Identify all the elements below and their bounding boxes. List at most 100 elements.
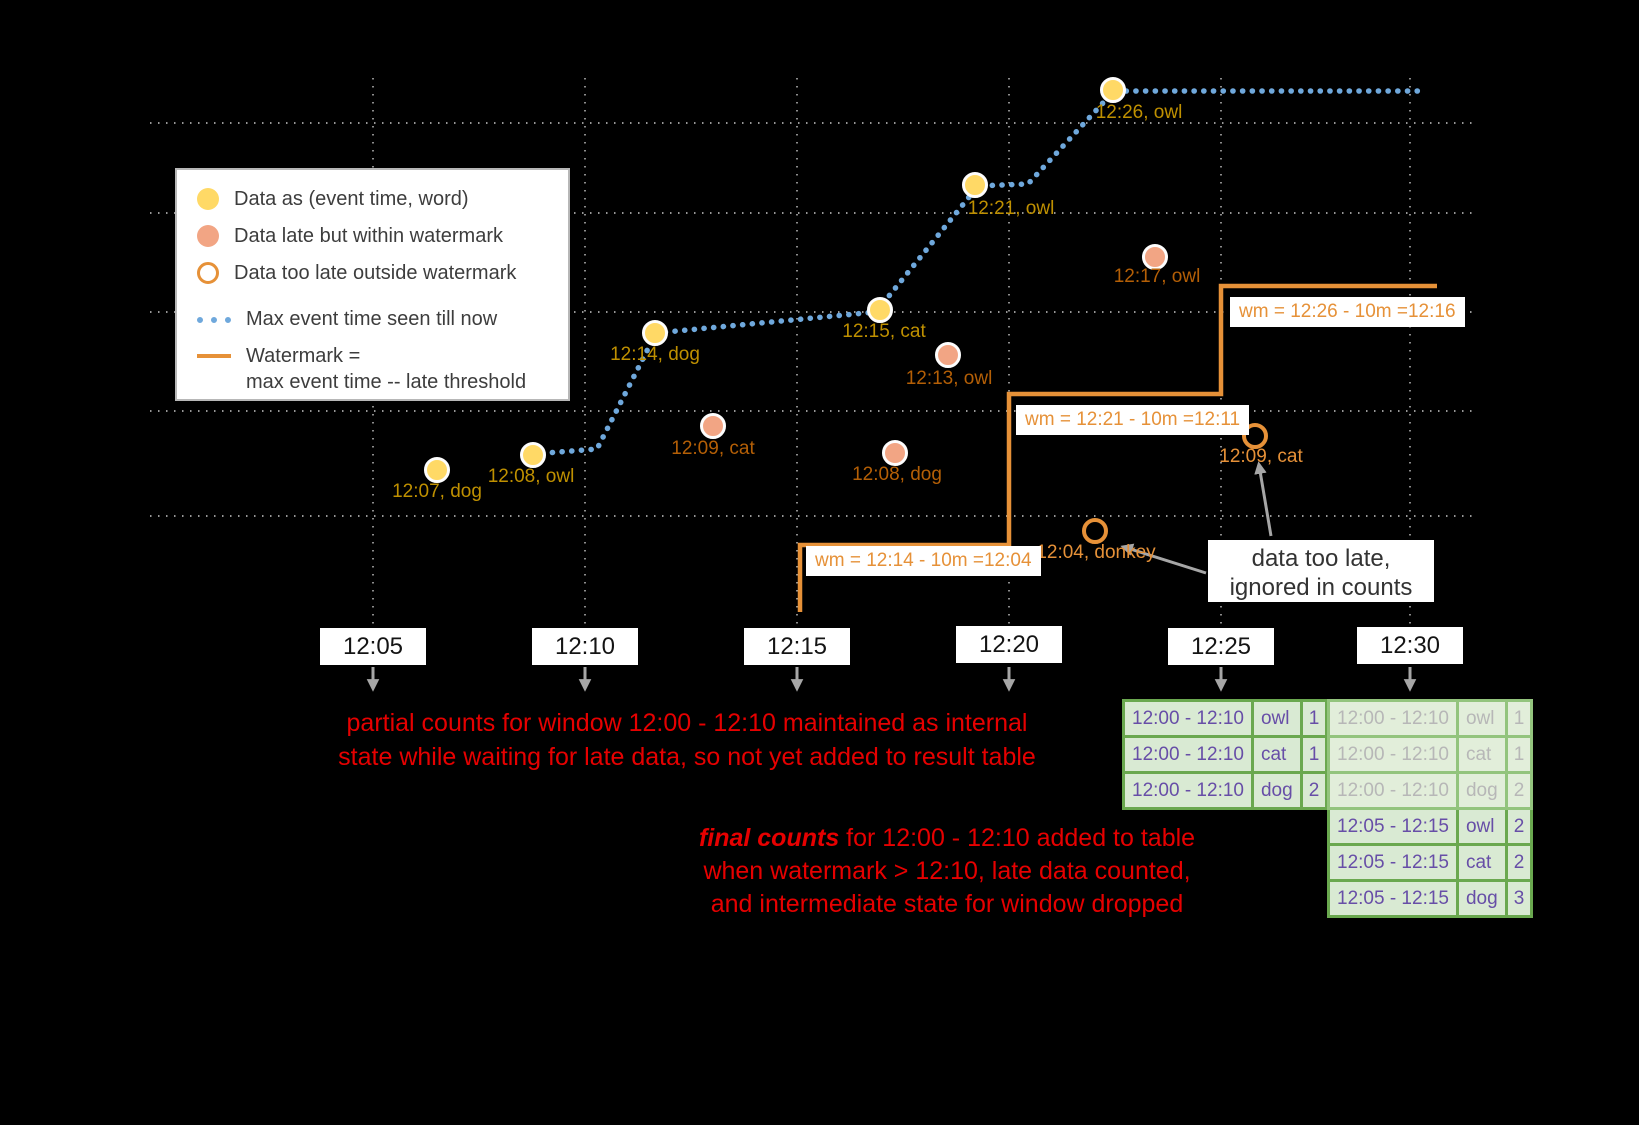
data-point-on-time [520, 442, 546, 468]
note-line: when watermark > 12:10, late data counte… [703, 857, 1191, 885]
watermark-annotation-3: wm = 12:26 - 10m =12:16 [1230, 297, 1465, 327]
count-cell: 1 [1299, 735, 1329, 774]
window-cell: 12:00 - 12:10 [1327, 699, 1459, 738]
count-cell: 2 [1504, 771, 1534, 810]
note-line: and intermediate state for window droppe… [710, 890, 1184, 918]
legend-label: Watermark =max event time -- late thresh… [246, 345, 527, 393]
count-cell: 1 [1299, 699, 1329, 738]
data-point-on-time [1100, 77, 1126, 103]
window-cell: 12:05 - 12:15 [1327, 843, 1459, 882]
note-partial-counts: partial counts for window 12:00 - 12:10 … [300, 706, 1074, 774]
count-cell: 2 [1504, 843, 1534, 882]
table-row-faded: 12:00 - 12:10 cat 1 [1327, 735, 1534, 774]
axis-tick-12-05: 12:05 [320, 628, 426, 665]
data-point-label: 12:09, cat [671, 438, 755, 459]
table-row: 12:05 - 12:15 owl 2 [1327, 807, 1534, 846]
note-line: data too late, [1251, 545, 1391, 572]
data-point-on-time [962, 172, 988, 198]
word-cell: owl [1455, 807, 1508, 846]
legend-item-too-late: Data too late outside watermark [197, 260, 558, 286]
legend-item-on-time: Data as (event time, word) [197, 186, 558, 212]
data-point-label: 12:08, owl [487, 466, 575, 487]
note-line: partial counts for window 12:00 - 12:10 … [346, 709, 1028, 737]
data-point-late [700, 413, 726, 439]
data-point-label: 12:04, donkey [1036, 542, 1156, 563]
data-point-label: 12:15, cat [842, 321, 926, 342]
window-cell: 12:00 - 12:10 [1122, 735, 1254, 774]
legend-label: Data too late outside watermark [234, 262, 517, 284]
on-time-marker-icon [197, 188, 219, 210]
axis-tick-12-15: 12:15 [744, 628, 850, 665]
note-line: final counts for 12:00 - 12:10 added to … [698, 824, 1196, 852]
watermark-annotation-2: wm = 12:21 - 10m =12:11 [1016, 405, 1250, 435]
axis-tick-12-10: 12:10 [532, 628, 638, 665]
data-point-label: 12:21, owl [967, 198, 1055, 219]
note-final-counts: final counts for 12:00 - 12:10 added to … [597, 822, 1297, 921]
axis-tick-12-25: 12:25 [1168, 628, 1274, 665]
axis-tick-12-30: 12:30 [1357, 627, 1463, 664]
data-point-label: 12:09, cat [1219, 446, 1303, 467]
count-cell: 1 [1504, 735, 1534, 774]
count-cell: 2 [1504, 807, 1534, 846]
too-late-arrows [1120, 461, 1273, 575]
count-cell: 3 [1504, 879, 1534, 918]
table-row: 12:00 - 12:10 dog 2 [1122, 771, 1329, 810]
axis-tick-12-20: 12:20 [956, 626, 1062, 663]
data-point-label: 12:08, dog [852, 464, 942, 485]
count-cell: 1 [1504, 699, 1534, 738]
data-point-label: 12:07, dog [392, 481, 482, 502]
too-late-marker-icon [197, 262, 219, 284]
word-cell: dog [1455, 771, 1508, 810]
watermark-line-icon [197, 354, 231, 358]
result-table-12-30: 12:00 - 12:10 owl 1 12:00 - 12:10 cat 1 … [1327, 699, 1534, 918]
window-cell: 12:00 - 12:10 [1122, 771, 1254, 810]
word-cell: dog [1455, 879, 1508, 918]
note-too-late: data too late, ignored in counts [1208, 540, 1434, 602]
data-point-too-late [1242, 423, 1268, 449]
late-marker-icon [197, 225, 219, 247]
note-line: state while waiting for late data, so no… [338, 743, 1036, 771]
window-cell: 12:05 - 12:15 [1327, 807, 1459, 846]
table-row: 12:00 - 12:10 owl 1 [1122, 699, 1329, 738]
max-event-time-line [530, 88, 1421, 457]
watermark-annotation-1: wm = 12:14 - 10m =12:04 [806, 546, 1041, 576]
data-point-label: 12:13, owl [905, 368, 993, 389]
data-point-label: 12:26, owl [1095, 102, 1183, 123]
legend-label: Data as (event time, word) [234, 188, 469, 210]
table-row: 12:00 - 12:10 cat 1 [1122, 735, 1329, 774]
window-cell: 12:00 - 12:10 [1327, 735, 1459, 774]
result-table-12-25: 12:00 - 12:10 owl 1 12:00 - 12:10 cat 1 … [1122, 699, 1329, 810]
legend: Data as (event time, word) Data late but… [175, 168, 570, 401]
table-row-faded: 12:00 - 12:10 dog 2 [1327, 771, 1534, 810]
data-point-label: 12:17, owl [1113, 266, 1201, 287]
table-row-faded: 12:00 - 12:10 owl 1 [1327, 699, 1534, 738]
table-row: 12:05 - 12:15 cat 2 [1327, 843, 1534, 882]
count-cell: 2 [1299, 771, 1329, 810]
data-point-label: 12:14, dog [610, 344, 700, 365]
word-cell: dog [1250, 771, 1303, 810]
data-point-late [882, 440, 908, 466]
word-cell: cat [1455, 843, 1508, 882]
window-cell: 12:05 - 12:15 [1327, 879, 1459, 918]
tick-arrows [366, 667, 1417, 692]
data-point-late [935, 342, 961, 368]
data-point-late [1142, 244, 1168, 270]
legend-label: Data late but within watermark [234, 225, 504, 247]
legend-label: Max event time seen till now [246, 308, 498, 330]
dotted-line-icon [197, 317, 231, 323]
word-cell: cat [1455, 735, 1508, 774]
data-point-on-time [867, 297, 893, 323]
data-point-on-time [424, 457, 450, 483]
data-point-too-late [1082, 518, 1108, 544]
word-cell: cat [1250, 735, 1303, 774]
word-cell: owl [1455, 699, 1508, 738]
legend-item-watermark: Watermark =max event time -- late thresh… [197, 343, 558, 395]
window-cell: 12:00 - 12:10 [1122, 699, 1254, 738]
window-cell: 12:00 - 12:10 [1327, 771, 1459, 810]
legend-item-max-event-time: Max event time seen till now [197, 306, 558, 332]
table-row: 12:05 - 12:15 dog 3 [1327, 879, 1534, 918]
legend-item-late: Data late but within watermark [197, 223, 558, 249]
word-cell: owl [1250, 699, 1303, 738]
